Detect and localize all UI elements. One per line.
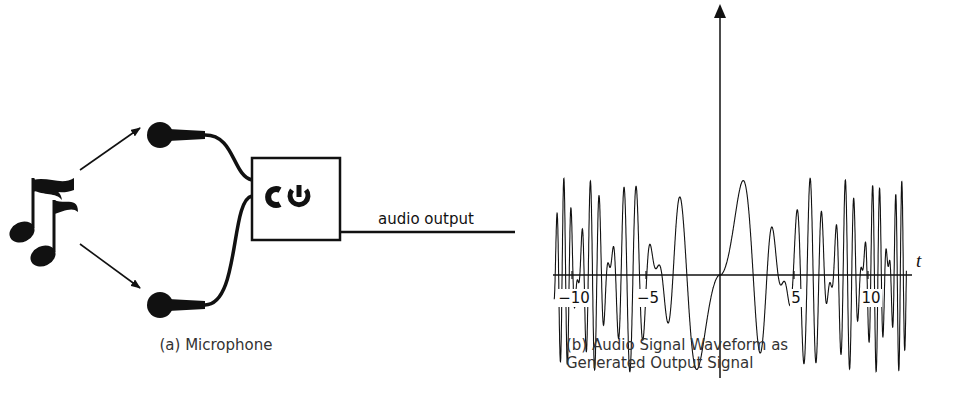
mixer-box <box>252 158 340 240</box>
power-icon <box>290 185 308 205</box>
cable <box>205 135 252 180</box>
tick-label: −5 <box>636 289 660 307</box>
caption: (a) Microphone <box>160 336 273 354</box>
axis-arrowhead <box>714 4 726 18</box>
microphone <box>147 292 205 318</box>
c-icon <box>268 189 280 205</box>
sound-arrow <box>80 128 140 170</box>
tick-label: 5 <box>790 289 802 307</box>
music-notes <box>6 178 78 271</box>
caption: (b) Audio Signal Waveform as Generated O… <box>566 336 866 372</box>
signal-label: audio output <box>378 210 474 228</box>
cable <box>205 196 252 305</box>
output-line <box>340 231 515 234</box>
axis-label: t <box>916 250 921 273</box>
tick-label: 10 <box>860 289 881 307</box>
y-axis <box>719 14 721 378</box>
tick-label: −10 <box>557 289 591 307</box>
waveform <box>554 178 906 371</box>
sound-arrow <box>80 244 140 288</box>
microphone <box>147 122 205 148</box>
